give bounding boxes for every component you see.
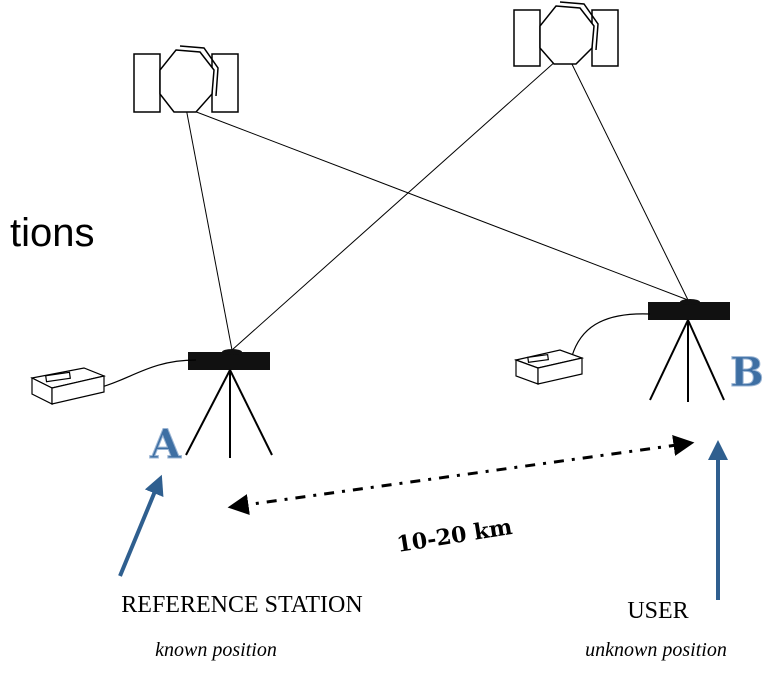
reference-pointer-arrow-icon [118, 474, 164, 577]
user-label: USER [627, 598, 688, 624]
baseline-distance-label: 10-20 km [395, 514, 514, 558]
tripod-antenna-icon [648, 299, 730, 402]
signal-line-sat2-b [565, 51, 689, 301]
partial-title-text: tions [10, 211, 95, 255]
receiver-unit-icon [513, 313, 651, 385]
station-a-letter: A [149, 421, 182, 468]
signal-line-sat1-a [185, 107, 233, 351]
reference-station-label: REFERENCE STATION [121, 592, 362, 618]
satellite-icon [513, 1, 619, 67]
tripod-antenna-icon [185, 349, 273, 458]
reference-station-note: known position [155, 639, 277, 661]
baseline-arrow [227, 435, 695, 515]
signal-line-sat2-a [231, 51, 567, 351]
user-note: unknown position [585, 639, 727, 661]
satellite-icon [133, 45, 239, 113]
signal-lines [185, 51, 689, 351]
signal-line-sat1-b [185, 107, 689, 301]
station-b-letter: B [730, 349, 764, 396]
receiver-unit-icon [30, 359, 197, 405]
